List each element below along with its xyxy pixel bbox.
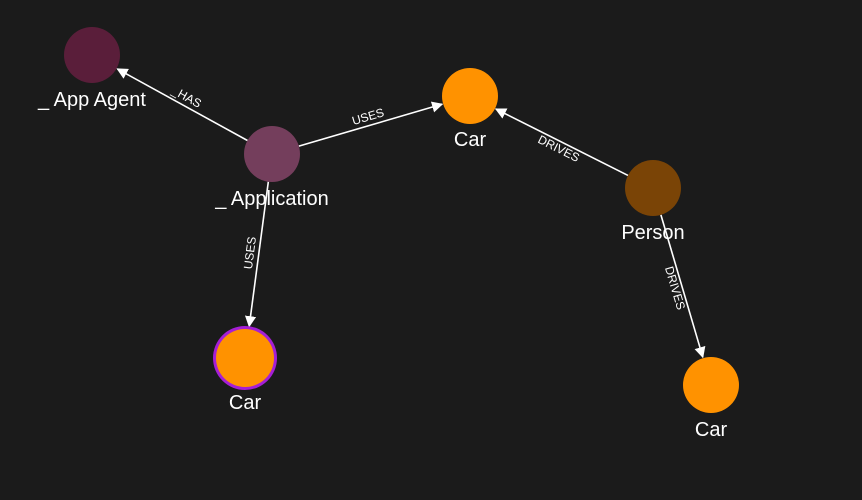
node-label: Person [621, 222, 684, 244]
edge-application-to-app_agent[interactable] [116, 68, 248, 142]
node-label: Car [229, 392, 262, 414]
node-person[interactable]: Person [621, 160, 685, 244]
edge-label: DRIVES [536, 132, 582, 165]
node-app-agent[interactable]: _ App Agent [37, 27, 146, 111]
edge-person-to-car_bottom_right[interactable] [660, 214, 706, 359]
node-circle[interactable] [442, 68, 498, 124]
node-label: Car [454, 129, 487, 151]
edge-person-to-car_top[interactable] [494, 108, 629, 177]
node-label: _ Application [214, 188, 328, 210]
node-circle[interactable] [683, 357, 739, 413]
edge-application-to-car_selected[interactable] [244, 181, 270, 328]
edge-label: USES [350, 105, 385, 128]
node-circle[interactable] [625, 160, 681, 216]
edge-application-to-car_top[interactable] [298, 101, 444, 147]
node-application[interactable]: _ Application [214, 126, 329, 210]
node-car-bottom-right[interactable]: Car [683, 357, 739, 441]
node-car-top[interactable]: Car [442, 68, 498, 151]
edge-label: DRIVES [662, 265, 688, 312]
node-label: _ App Agent [37, 89, 146, 111]
node-car-selected[interactable]: Car [213, 326, 277, 414]
node-label: Car [695, 419, 728, 441]
node-circle[interactable] [216, 329, 274, 387]
node-circle[interactable] [244, 126, 300, 182]
edge-label: USES [241, 236, 259, 270]
node-circle[interactable] [64, 27, 120, 83]
